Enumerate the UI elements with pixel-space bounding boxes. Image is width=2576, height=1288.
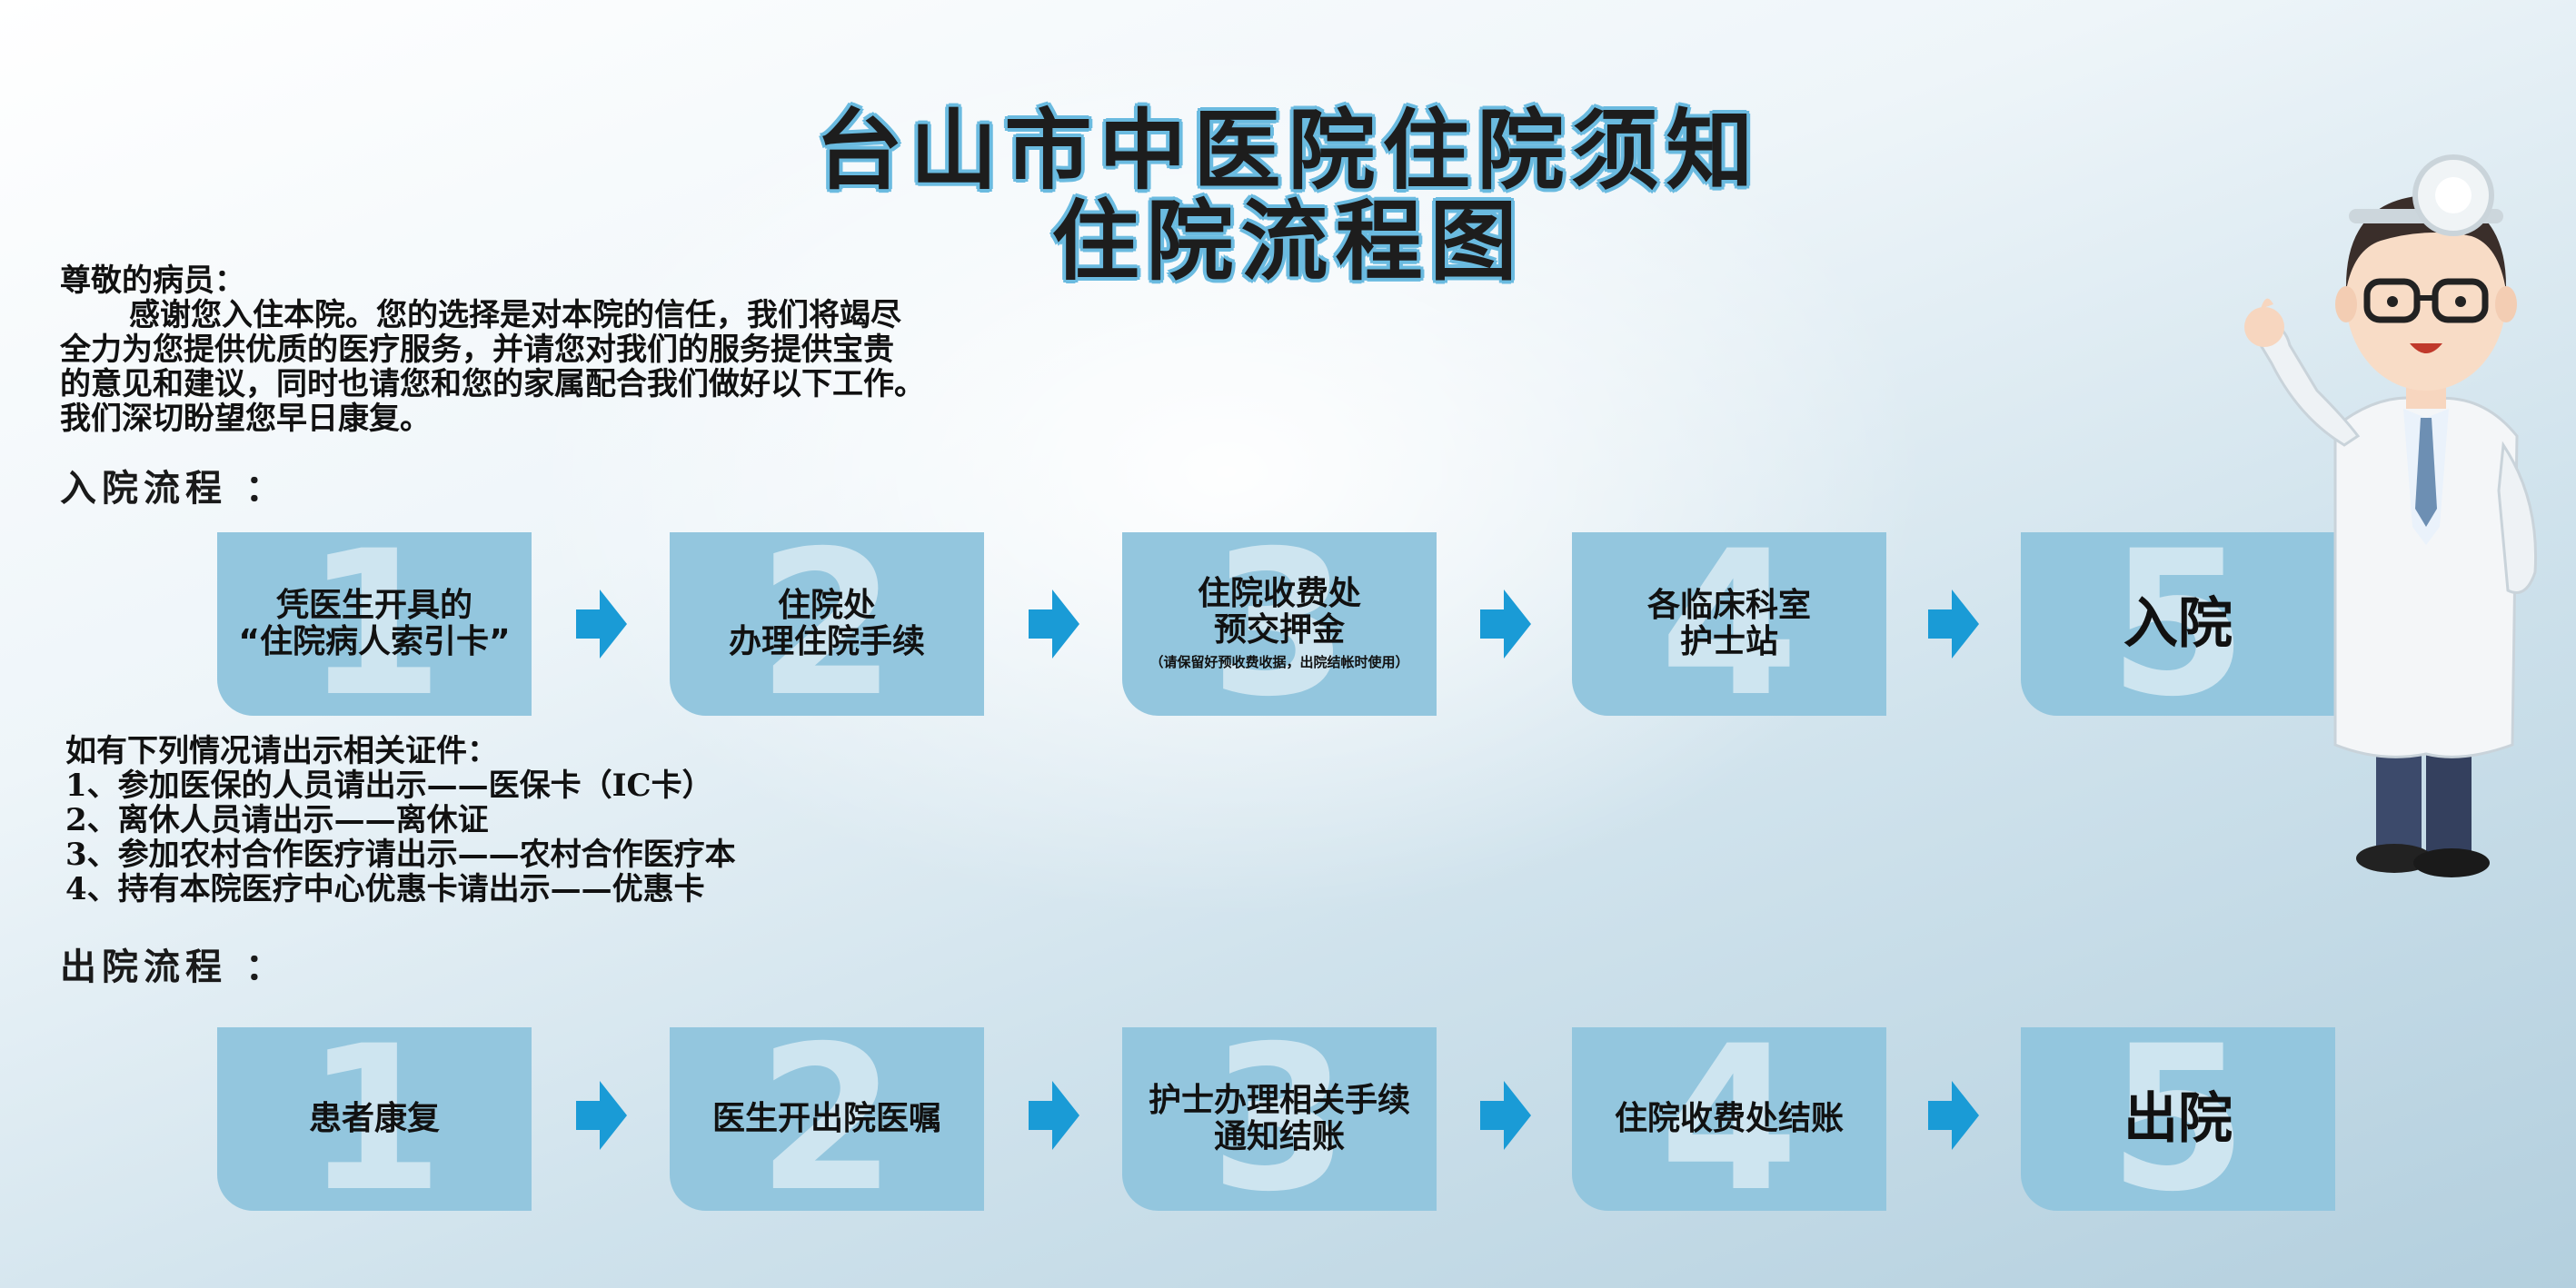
right-arrow-icon bbox=[576, 1081, 627, 1150]
right-arrow-icon bbox=[1928, 590, 1979, 659]
step-label-line: 办理住院手续 bbox=[728, 623, 925, 660]
step-label-line: 住院处 bbox=[777, 587, 876, 624]
discharge-step-5: 5 出院 bbox=[2021, 1027, 2335, 1211]
step-label: 住院收费处结账 bbox=[1572, 1027, 1886, 1211]
step-number: 4 bbox=[1659, 1027, 1799, 1211]
admission-heading: 入院流程 ： bbox=[60, 468, 287, 510]
document-notes: 如有下列情况请出示相关证件： 1、参加医保的人员请出示——医保卡（IC卡） 2、… bbox=[65, 734, 1065, 907]
right-arrow-icon bbox=[1029, 1081, 1079, 1150]
admission-step-1: 1 凭医生开具的 “住院病人索引卡” bbox=[217, 532, 532, 716]
step-label-line: 住院收费处 bbox=[1197, 575, 1361, 612]
discharge-heading: 出院流程 ： bbox=[60, 946, 287, 988]
right-arrow-icon bbox=[1480, 1081, 1531, 1150]
step-label: 出院 bbox=[2021, 1027, 2335, 1211]
step-label-line: 护士办理相关手续 bbox=[1148, 1082, 1410, 1119]
step-number: 2 bbox=[757, 532, 897, 716]
step-label-line: 预交押金 bbox=[1213, 611, 1345, 649]
discharge-step-4: 4 住院收费处结账 bbox=[1572, 1027, 1886, 1211]
step-number: 4 bbox=[1659, 532, 1799, 716]
step-label: 患者康复 bbox=[217, 1027, 532, 1211]
step-label: 住院收费处 预交押金 （请保留好预收费收据，出院结帐时使用） bbox=[1122, 532, 1437, 716]
right-arrow-icon bbox=[576, 590, 627, 659]
step-number: 1 bbox=[304, 532, 444, 716]
step-number: 3 bbox=[1209, 1027, 1349, 1211]
step-label-line: 护士站 bbox=[1679, 623, 1778, 660]
step-label-line: “住院病人索引卡” bbox=[238, 623, 511, 660]
step-number: 3 bbox=[1209, 532, 1349, 716]
notes-item: 1、参加医保的人员请出示——医保卡（IC卡） bbox=[65, 768, 713, 804]
step-number: 5 bbox=[2108, 1027, 2248, 1211]
step-label-line: 住院收费处结账 bbox=[1614, 1100, 1844, 1137]
discharge-step-3: 3 护士办理相关手续 通知结账 bbox=[1122, 1027, 1437, 1211]
step-label: 入院 bbox=[2021, 532, 2335, 716]
discharge-step-2: 2 医生开出院医嘱 bbox=[670, 1027, 984, 1211]
doctor-illustration bbox=[2244, 154, 2538, 877]
right-arrow-icon bbox=[1928, 1081, 1979, 1150]
notes-item: 4、持有本院医疗中心优惠卡请出示——优惠卡 bbox=[65, 871, 705, 907]
page-title: 台山市中医院住院须知 bbox=[815, 100, 1761, 202]
step-label-line: 患者康复 bbox=[308, 1100, 440, 1137]
step-label-line: 医生开出院医嘱 bbox=[711, 1100, 941, 1137]
intro-line: 的意见和建议，同时也请您和您的家属配合我们做好以下工作。 bbox=[60, 366, 925, 402]
admission-step-5: 5 入院 bbox=[2021, 532, 2335, 716]
discharge-step-1: 1 患者康复 bbox=[217, 1027, 532, 1211]
intro-greeting: 尊敬的病员： bbox=[60, 263, 245, 299]
step-label: 护士办理相关手续 通知结账 bbox=[1122, 1027, 1437, 1211]
right-arrow-icon bbox=[1029, 590, 1079, 659]
notes-heading: 如有下列情况请出示相关证件： bbox=[65, 733, 498, 769]
admission-step-4: 4 各临床科室 护士站 bbox=[1572, 532, 1886, 716]
step-label: 住院处 办理住院手续 bbox=[670, 532, 984, 716]
step-note: （请保留好预收费收据，出院结帐时使用） bbox=[1149, 654, 1409, 670]
step-number: 5 bbox=[2108, 532, 2248, 716]
step-number: 1 bbox=[304, 1027, 444, 1211]
step-label-line: 入院 bbox=[2123, 592, 2233, 656]
step-label-line: 出院 bbox=[2123, 1087, 2233, 1151]
admission-step-2: 2 住院处 办理住院手续 bbox=[670, 532, 984, 716]
intro-text: 尊敬的病员： 感谢您入住本院。您的选择是对本院的信任，我们将竭尽 全力为您提供优… bbox=[60, 263, 1150, 436]
step-label: 凭医生开具的 “住院病人索引卡” bbox=[217, 532, 532, 716]
intro-line: 感谢您入住本院。您的选择是对本院的信任，我们将竭尽 bbox=[129, 297, 901, 333]
step-label-line: 凭医生开具的 bbox=[275, 587, 472, 624]
step-label-line: 通知结账 bbox=[1213, 1118, 1345, 1155]
admission-step-3: 3 住院收费处 预交押金 （请保留好预收费收据，出院结帐时使用） bbox=[1122, 532, 1437, 716]
notes-item: 3、参加农村合作医疗请出示——农村合作医疗本 bbox=[65, 837, 736, 873]
notes-item: 2、离休人员请出示——离休证 bbox=[65, 802, 489, 838]
step-label: 各临床科室 护士站 bbox=[1572, 532, 1886, 716]
right-arrow-icon bbox=[1480, 590, 1531, 659]
intro-line: 全力为您提供优质的医疗服务，并请您对我们的服务提供宝贵 bbox=[60, 332, 894, 368]
step-number: 2 bbox=[757, 1027, 897, 1211]
page-subtitle: 住院流程图 bbox=[1051, 191, 1525, 292]
intro-line: 我们深切盼望您早日康复。 bbox=[60, 401, 431, 437]
step-label: 医生开出院医嘱 bbox=[670, 1027, 984, 1211]
step-label-line: 各临床科室 bbox=[1646, 587, 1811, 624]
